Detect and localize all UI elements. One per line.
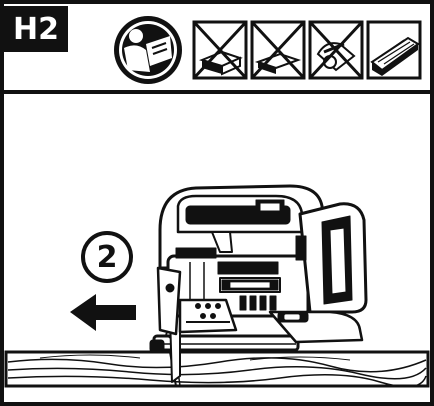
sheet-material-icon [252,22,304,78]
read-manual-icon [114,16,182,84]
wood-plank-icon [368,22,420,78]
step-number-circle: 2 [81,231,133,283]
wood-workpiece [6,352,428,387]
wood-block-icon [194,22,246,78]
direction-arrow [70,294,136,331]
metal-saw-blade-icon [310,22,362,78]
step-label: H2 [4,6,68,52]
